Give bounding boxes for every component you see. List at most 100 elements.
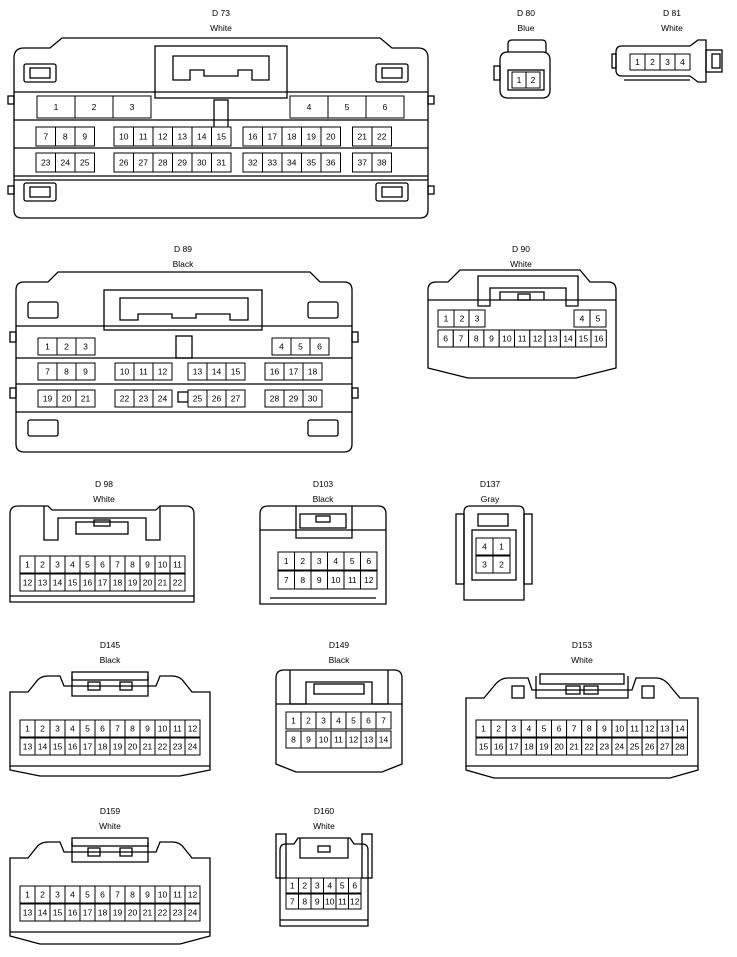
pin-cell xyxy=(360,570,378,590)
pin-number: 5 xyxy=(350,556,355,566)
pin-number: 2 xyxy=(531,75,536,85)
pin-number: 21 xyxy=(569,742,579,752)
pin-number: 38 xyxy=(377,158,387,168)
pin-number: 5 xyxy=(85,890,90,900)
pin-number: 4 xyxy=(279,342,284,352)
pin-number: 18 xyxy=(98,908,108,918)
pin-number: 4 xyxy=(307,102,312,112)
pin-number: 14 xyxy=(38,908,48,918)
pin-number: 18 xyxy=(113,578,123,588)
pin-number: 14 xyxy=(379,735,389,745)
pin-number: 19 xyxy=(113,742,123,752)
pin-number: 2 xyxy=(499,560,504,570)
pin-number: 14 xyxy=(563,334,573,344)
pin-number: 16 xyxy=(270,367,280,377)
pin-number: 12 xyxy=(364,575,374,585)
pin-number: 4 xyxy=(526,724,531,734)
pin-cell xyxy=(671,737,688,756)
d98-color: White xyxy=(93,494,115,504)
pin-number: 19 xyxy=(539,742,549,752)
pin-number: 2 xyxy=(306,716,311,726)
d137-name: D137 xyxy=(479,479,501,489)
pin-cell xyxy=(152,389,173,408)
pin-number: 4 xyxy=(70,724,75,734)
pin-cell xyxy=(211,126,232,147)
pin-cell xyxy=(211,152,232,173)
d80-color: Blue xyxy=(517,23,535,33)
pin-cell xyxy=(184,885,201,904)
pin-number: 20 xyxy=(326,132,336,142)
pin-number: 3 xyxy=(482,560,487,570)
pin-cell xyxy=(152,362,173,381)
pin-number: 17 xyxy=(83,742,93,752)
pin-number: 16 xyxy=(68,742,78,752)
pin-cell xyxy=(309,337,330,356)
pin-number: 2 xyxy=(496,724,501,734)
pin-number: 7 xyxy=(43,132,48,142)
pin-number: 13 xyxy=(178,132,188,142)
pin-number: 19 xyxy=(307,132,317,142)
pin-number: 3 xyxy=(315,881,320,891)
pin-number: 1 xyxy=(499,542,504,552)
pin-number: 5 xyxy=(85,724,90,734)
pin-number: 20 xyxy=(62,394,72,404)
pin-number: 12 xyxy=(188,890,198,900)
pin-number: 1 xyxy=(444,314,449,324)
pin-number: 8 xyxy=(64,367,69,377)
pin-number: 9 xyxy=(83,367,88,377)
d145-color: Black xyxy=(99,655,121,665)
pin-number: 3 xyxy=(321,716,326,726)
pin-number: 12 xyxy=(158,367,168,377)
pin-number: 9 xyxy=(602,724,607,734)
pin-number: 6 xyxy=(383,102,388,112)
pin-number: 16 xyxy=(494,742,504,752)
pin-number: 14 xyxy=(38,742,48,752)
pin-cell xyxy=(371,126,392,147)
pin-number: 36 xyxy=(326,158,336,168)
pin-number: 2 xyxy=(300,556,305,566)
pin-number: 23 xyxy=(600,742,610,752)
pin-number: 1 xyxy=(481,724,486,734)
pin-number: 7 xyxy=(381,716,386,726)
pin-number: 12 xyxy=(188,724,198,734)
pin-number: 5 xyxy=(345,102,350,112)
pin-number: 20 xyxy=(143,578,153,588)
pin-number: 2 xyxy=(302,881,307,891)
pin-number: 7 xyxy=(115,724,120,734)
pin-cell xyxy=(169,573,186,592)
pin-number: 1 xyxy=(25,890,30,900)
pin-number: 21 xyxy=(358,132,368,142)
pin-number: 11 xyxy=(348,575,357,585)
d81-color: White xyxy=(661,23,683,33)
pin-number: 19 xyxy=(128,578,138,588)
pin-number: 1 xyxy=(54,102,59,112)
pin-number: 18 xyxy=(98,742,108,752)
pin-number: 13 xyxy=(23,742,33,752)
pin-number: 37 xyxy=(358,158,368,168)
pin-number: 29 xyxy=(289,394,299,404)
pin-number: 31 xyxy=(217,158,227,168)
pin-number: 1 xyxy=(517,75,522,85)
pin-number: 5 xyxy=(542,724,547,734)
pin-number: 4 xyxy=(680,57,685,67)
pin-number: 4 xyxy=(336,716,341,726)
pin-number: 10 xyxy=(502,334,512,344)
pin-number: 15 xyxy=(231,367,241,377)
pin-number: 25 xyxy=(193,394,203,404)
pin-number: 12 xyxy=(645,724,655,734)
pin-number: 11 xyxy=(173,724,182,734)
pin-number: 15 xyxy=(217,132,227,142)
pin-number: 22 xyxy=(173,578,183,588)
pin-number: 6 xyxy=(100,890,105,900)
d160-name: D160 xyxy=(313,806,335,816)
pin-number: 14 xyxy=(212,367,222,377)
pin-number: 15 xyxy=(479,742,489,752)
pin-number: 30 xyxy=(197,158,207,168)
pin-number: 23 xyxy=(139,394,149,404)
